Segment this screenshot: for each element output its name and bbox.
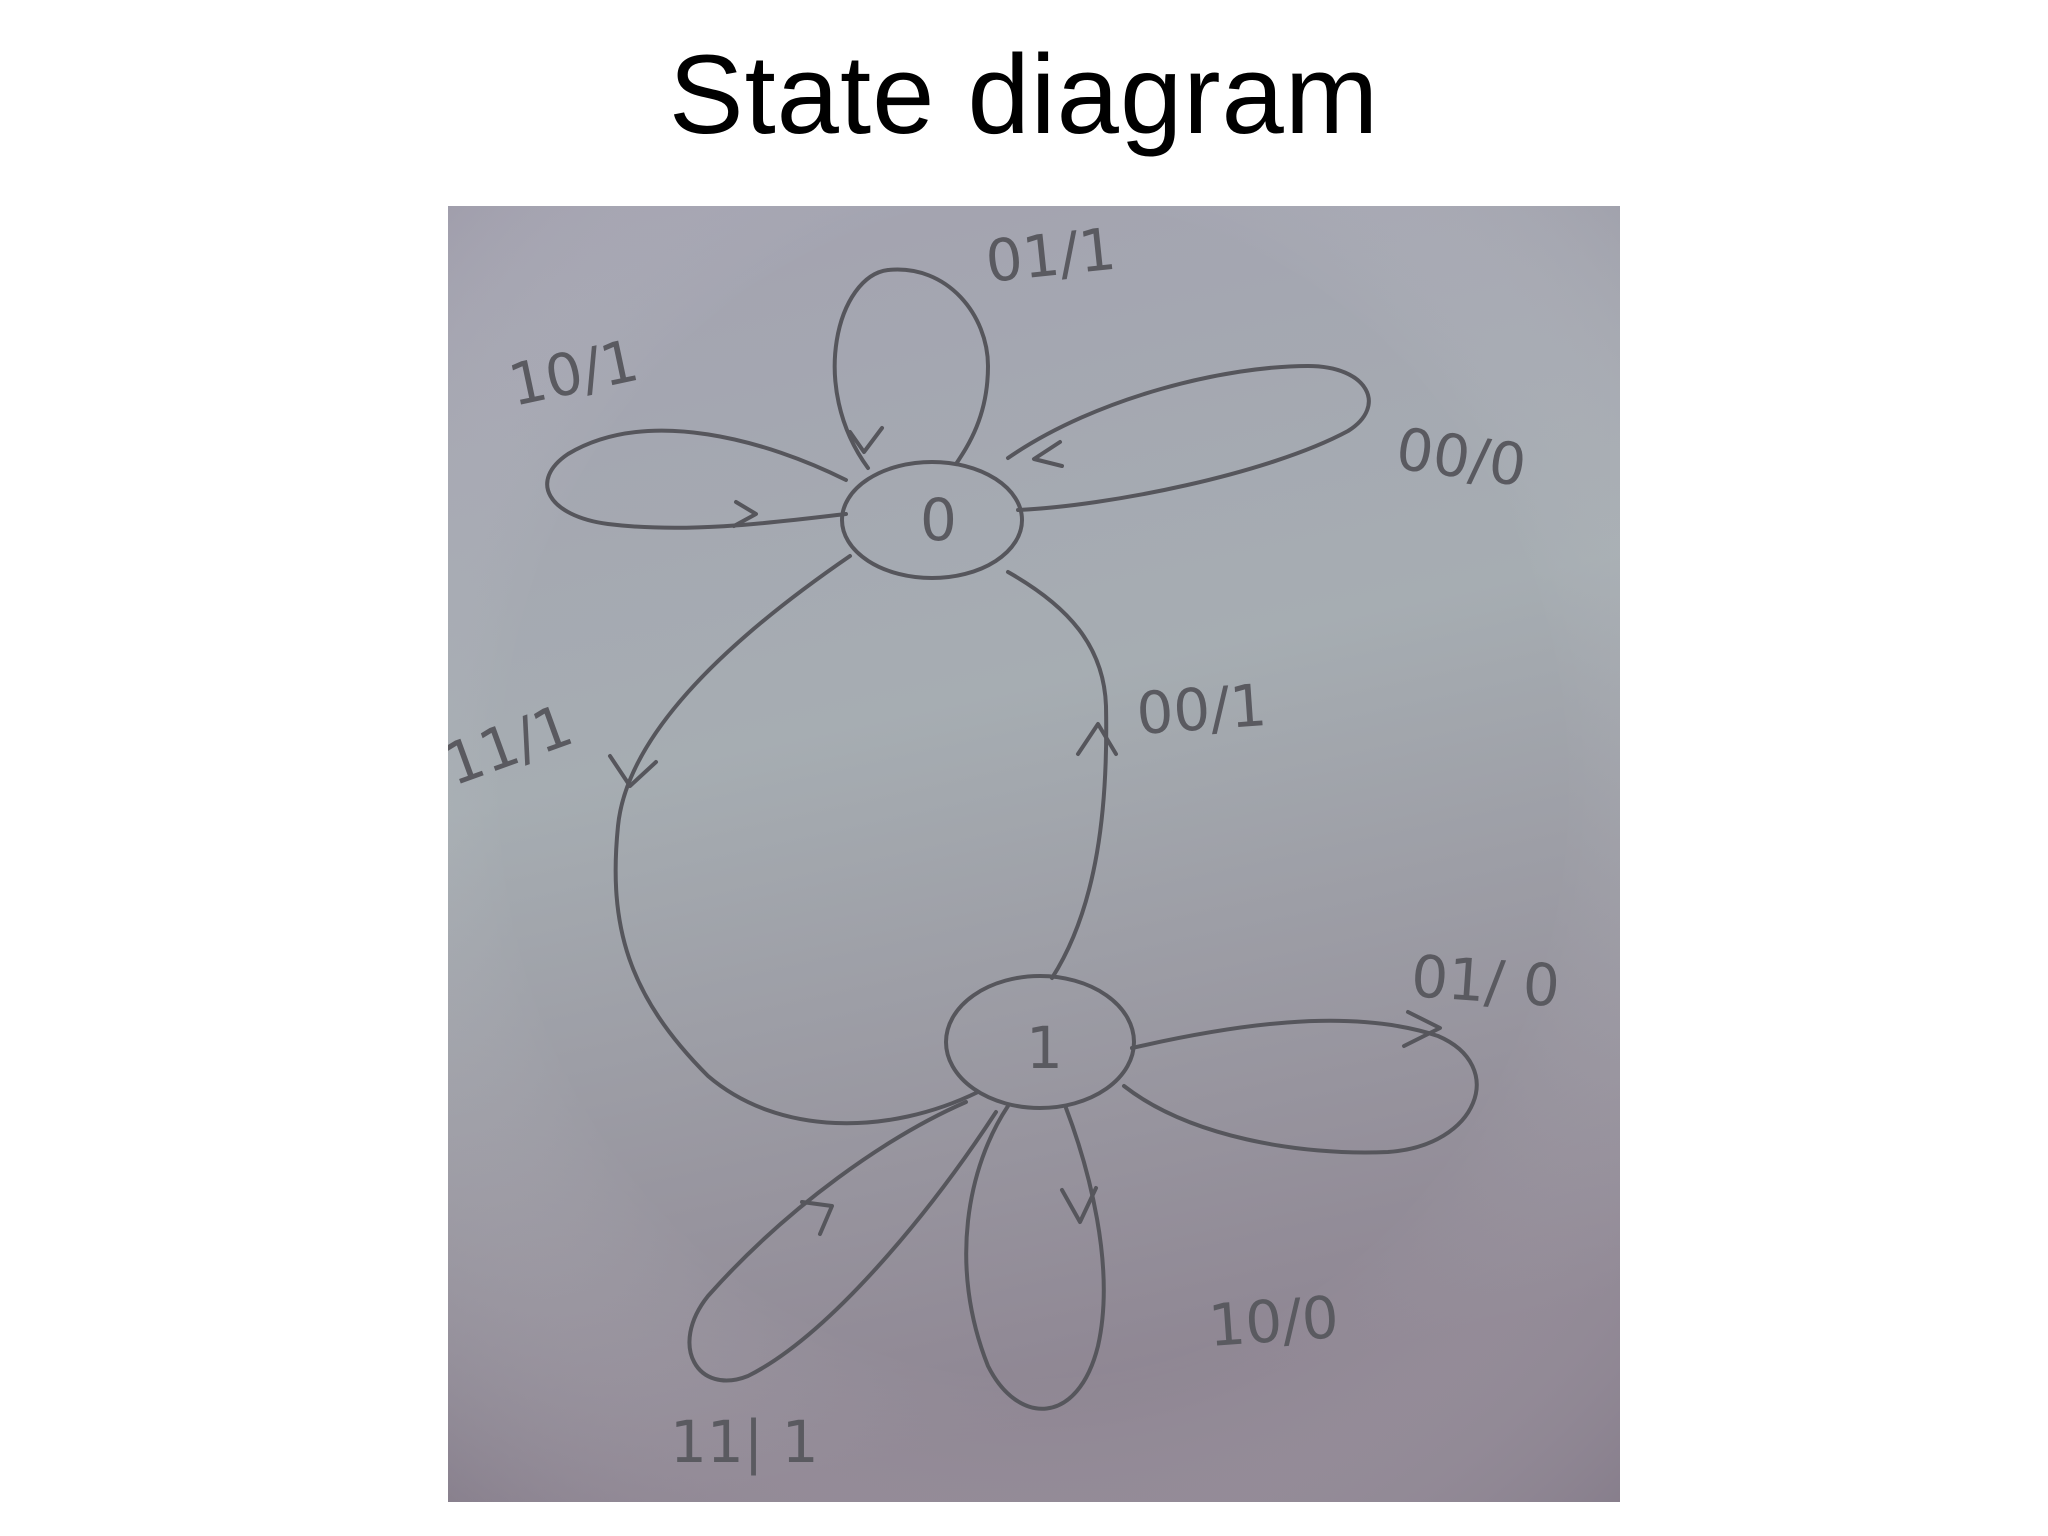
label-11-1-bottom: 11| 1 <box>670 1408 819 1476</box>
arrow-edge-0-to-1 <box>608 754 658 788</box>
loop-1-bottom <box>964 1104 1106 1411</box>
edge-1-to-0 <box>1006 570 1109 980</box>
arrow-loop-1-bottom <box>1060 1186 1098 1224</box>
label-00-1: 00/1 <box>1134 671 1269 748</box>
label-10-0: 10/0 <box>1206 1283 1341 1360</box>
state-0-circle <box>840 460 1024 580</box>
state-1-label: 1 <box>1026 1014 1063 1082</box>
arrow-loop-0-right <box>1032 440 1064 468</box>
state-1-circle <box>944 974 1136 1110</box>
diagram-photo: 0 1 <box>448 206 1620 1502</box>
slide-title: State diagram <box>668 32 1380 157</box>
loop-1-right <box>1122 1018 1479 1155</box>
state-diagram: 0 1 <box>448 206 1620 1502</box>
loop-0-top <box>832 267 990 470</box>
label-01-1-top: 01/1 <box>982 215 1119 296</box>
state-0-label: 0 <box>920 486 957 554</box>
loop-1-bottom-left <box>687 1100 998 1383</box>
label-01-0: 01/ 0 <box>1409 942 1562 1020</box>
paper-shading <box>448 206 1620 1502</box>
arrow-loop-1-right <box>1402 1010 1442 1048</box>
arrow-loop-0-top <box>848 426 884 454</box>
arrow-loop-0-left <box>732 500 758 528</box>
arrow-loop-1-bottom-left <box>800 1200 834 1236</box>
edge-0-to-1 <box>613 554 980 1126</box>
arrow-edge-1-to-0 <box>1076 722 1118 756</box>
loop-0-right <box>1006 364 1371 512</box>
